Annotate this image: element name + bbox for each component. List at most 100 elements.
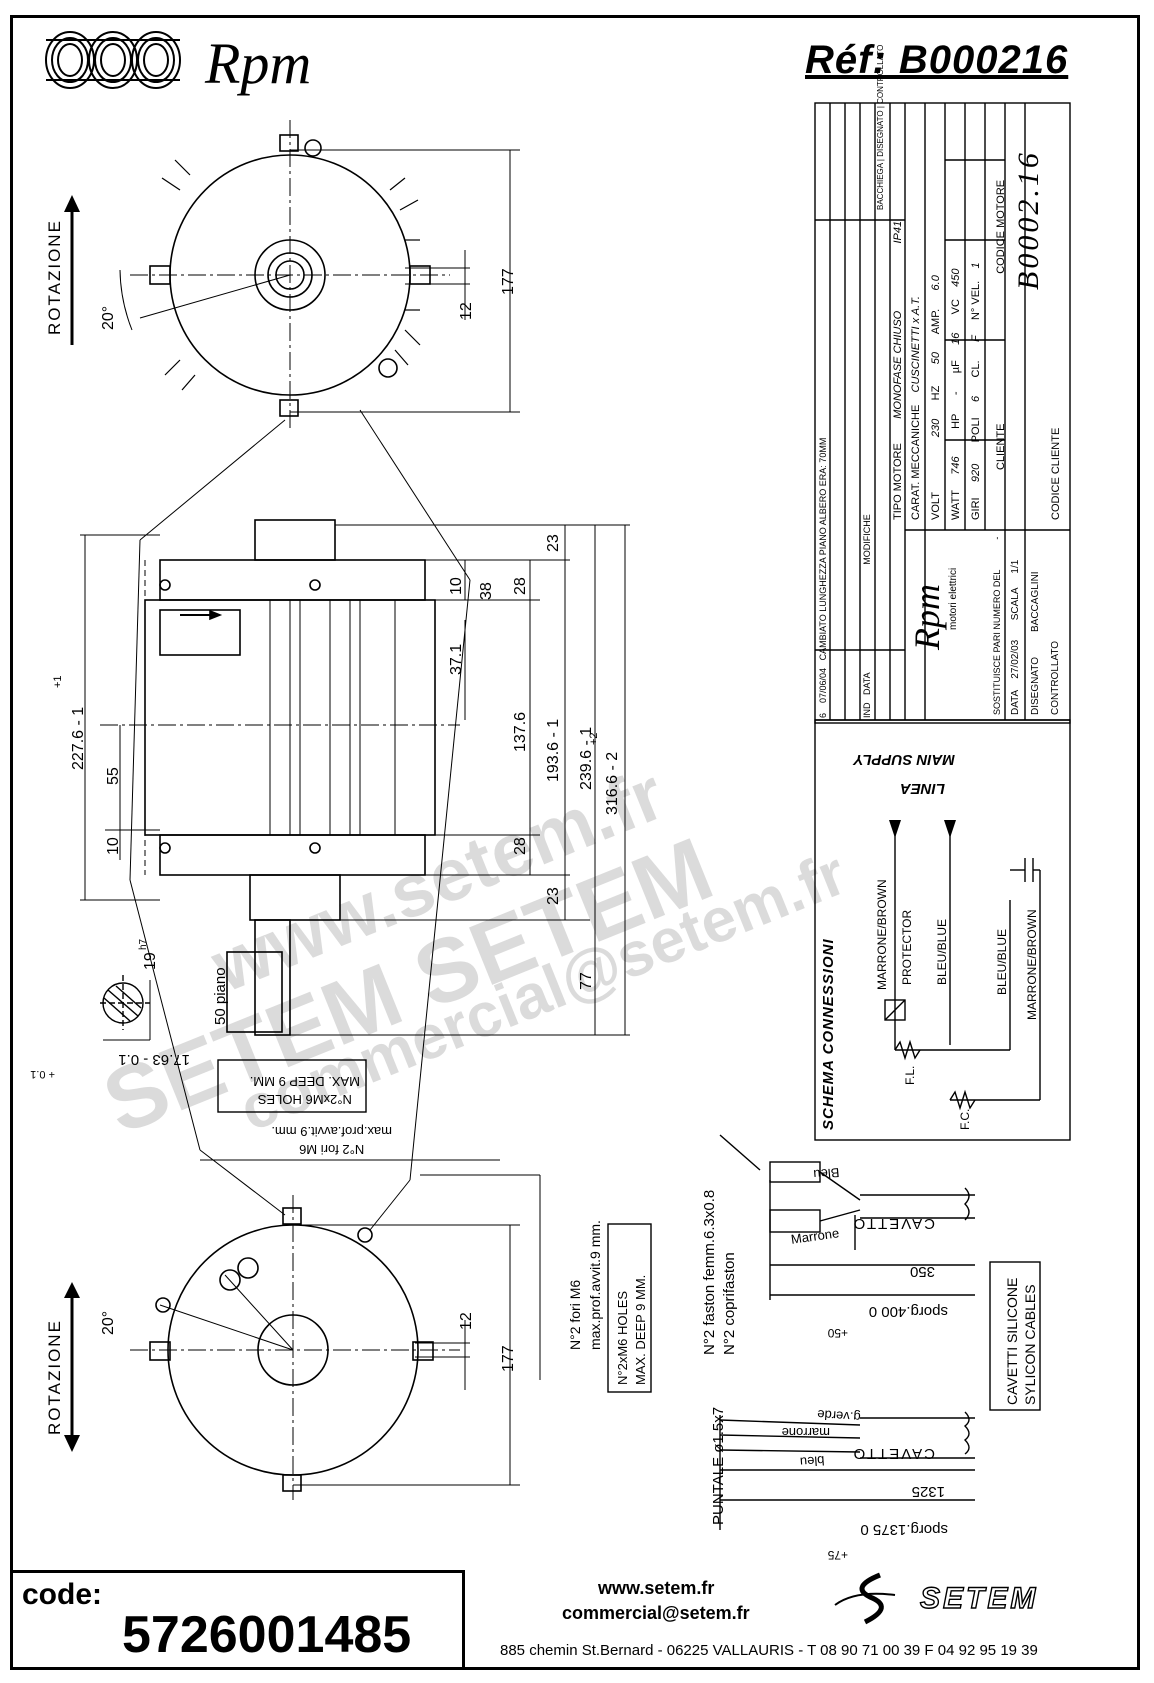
ip-rating: IP41: [892, 220, 904, 244]
dim-38: 38: [478, 582, 495, 600]
dim-piano: piano: [212, 967, 229, 1005]
cavetti-label: CAVETTI SILICONE SYLICON CABLES: [1003, 1278, 1039, 1405]
data-label: DATA: [1010, 689, 1021, 715]
holes-it-upside: N°2 fori M6 max.prof.avvit.9 mm.: [271, 1122, 392, 1158]
giri-value: 920: [970, 463, 982, 483]
reference-number: Réf: B000216: [805, 38, 1069, 82]
cliente-row: CLIENTE CODICE MOTORE: [995, 180, 1007, 470]
dim-1325: 1325: [911, 1483, 945, 1500]
sporg-400-tolerance: +50: [827, 1326, 848, 1340]
poli-value: 6: [970, 395, 982, 402]
holes-en-right-label: N°2xM6 HOLES: [615, 1290, 630, 1385]
vc-label: VC: [950, 299, 962, 315]
uf-value: 16: [950, 332, 962, 345]
codice-motore-value: B0002.16: [1012, 150, 1045, 290]
dim-50-piano: 50 piano: [212, 967, 229, 1025]
mod-row-1: 6 07/06/04 CAMBIATO LUNGHEZZA PIANO ALBE…: [818, 438, 828, 718]
rpm-coil-logo: [45, 31, 181, 89]
cliente-label: CLIENTE: [995, 423, 1007, 470]
dim-19-tolerance: h7: [138, 938, 149, 950]
schema-title: SCHEMA CONNESSIONI: [820, 938, 837, 1130]
scala-value: 1/1: [1010, 559, 1021, 574]
dim-12-bottom: 12: [458, 1312, 475, 1330]
brand-name: Rpm: [205, 31, 312, 96]
disegnato-label: DISEGNATO: [1030, 657, 1041, 715]
watt-label: WATT: [950, 490, 962, 520]
linea-label: LINEA: [900, 780, 945, 797]
dim-17-tolerance: + 0.1: [30, 1068, 55, 1080]
website-link[interactable]: www.setem.fr: [598, 1578, 715, 1598]
data-scala-row: DATA 27/02/03 SCALA 1/1: [1010, 560, 1021, 715]
leader-lines: [129, 409, 541, 1380]
carat-label: CARAT. MECCANICHE: [910, 404, 922, 520]
marrone-label-2: marrone: [781, 1425, 830, 1440]
dim-23-bottom: 23: [545, 887, 562, 905]
rotation-label-top: ROTAZIONE: [45, 219, 64, 335]
hp-value: -: [950, 391, 962, 396]
angle-top: 20°: [100, 305, 117, 330]
holes-en-right-depth: MAX. DEEP 9 MM.: [633, 1274, 648, 1385]
cavetto-label-bottom: CAVETTO: [851, 1445, 935, 1462]
sporg-1375: sporg.1375 0: [860, 1521, 948, 1538]
giri-label: GIRI: [970, 497, 982, 520]
tipo-motore-row: TIPO MOTORE MONOFASE CHIUSO IP41: [892, 221, 904, 520]
shaft-section: [100, 975, 151, 1041]
controllato-label: CONTROLLATO: [1050, 640, 1061, 715]
poli-label: POLI: [970, 417, 982, 443]
marrone-brown-label-2: MARRONE/BROWN: [1025, 909, 1039, 1020]
nvel-value: 1: [970, 262, 982, 269]
motor-end-view-top: [119, 120, 520, 430]
carat-row: CARAT. MECCANICHE CUSCINETTI x A.T.: [910, 296, 922, 520]
bleu-blue-label: BLEU/BLUE: [935, 918, 949, 985]
sylicon-text: SYLICON CABLES: [1022, 1284, 1038, 1405]
dim-50: 50: [212, 1008, 229, 1025]
faston-label: N°2 faston femm.6.3x0.8 N°2 coprifaston: [700, 1190, 740, 1355]
volt-label: VOLT: [930, 492, 942, 520]
carat-value: CUSCINETTI x A.T.: [910, 296, 922, 393]
supply-arrows: [889, 820, 956, 838]
watt-row: WATT 746 HP - µF 16 VC 450: [950, 268, 962, 520]
holes-en-upside: N°2xM6 HOLES MAX. DEEP 9 MM.: [250, 1072, 360, 1108]
nvel-label: N° VEL.: [970, 280, 982, 321]
code-value: 5726001485: [122, 1606, 412, 1664]
hz-value: 50: [930, 352, 942, 365]
schema-box: [814, 719, 1071, 1141]
dim-177-top: 177: [500, 268, 517, 295]
title-logo-brand: Rpm: [907, 584, 947, 650]
dim-77: 77: [578, 972, 595, 990]
bleu-blue-label-2: BLEU/BLUE: [995, 928, 1009, 995]
holes-en-depth: MAX. DEEP 9 MM.: [249, 1074, 360, 1089]
holes-it-right-depth: max.prof.avvit.9 mm.: [587, 1220, 603, 1350]
rotation-arrow-bottom: [64, 1282, 80, 1452]
dim-137-6: 137.6: [512, 711, 529, 752]
dim-193-6: 193.6 - 1: [545, 718, 562, 782]
mod-header: IND DATA MODIFICHE: [862, 514, 872, 718]
sostituisce-label: SOSTITUISCE PARI NUMERO DEL: [992, 569, 1002, 715]
dim-316-6: 316.6 - 2: [604, 751, 621, 815]
sostituisce-value: -: [992, 536, 1002, 540]
tipo-motore-label: TIPO MOTORE: [892, 443, 904, 520]
marrone-brown-label: MARRONE/BROWN: [875, 879, 889, 990]
email-link[interactable]: commercial@setem.fr: [562, 1603, 750, 1623]
mod-1-data: 07/06/04: [818, 667, 828, 703]
cable-faston: [719, 1134, 975, 1300]
bleu-label: Bleu: [812, 1165, 840, 1183]
sostituisce-row: SOSTITUISCE PARI NUMERO DEL -: [992, 537, 1002, 715]
holes-it-right: N°2 fori M6 max.prof.avvit.9 mm.: [565, 1220, 605, 1350]
amp-label: AMP.: [930, 308, 942, 335]
codice-cliente-label: CODICE CLIENTE: [1050, 427, 1062, 520]
dim-10-top: 10: [448, 577, 465, 595]
rotation-arrow-top: [64, 195, 80, 345]
bleu-label-2: bleu: [799, 1453, 825, 1470]
modifiche-header: MODIFICHE: [862, 514, 872, 565]
holes-en-right: N°2xM6 HOLES MAX. DEEP 9 MM.: [614, 1275, 650, 1385]
dim-19: 19: [142, 952, 159, 970]
g-verde-label: g.verde: [816, 1407, 862, 1425]
disegnato-value: BACCAGLINI: [1030, 571, 1041, 632]
data-value: 27/02/03: [1010, 639, 1021, 679]
sporg-400: sporg.400 0: [868, 1303, 948, 1320]
dim-28-bottom: 28: [512, 837, 529, 855]
hp-label: HP: [950, 413, 962, 429]
ind-header: IND: [862, 702, 872, 719]
holes-note-box: [217, 1059, 367, 1113]
